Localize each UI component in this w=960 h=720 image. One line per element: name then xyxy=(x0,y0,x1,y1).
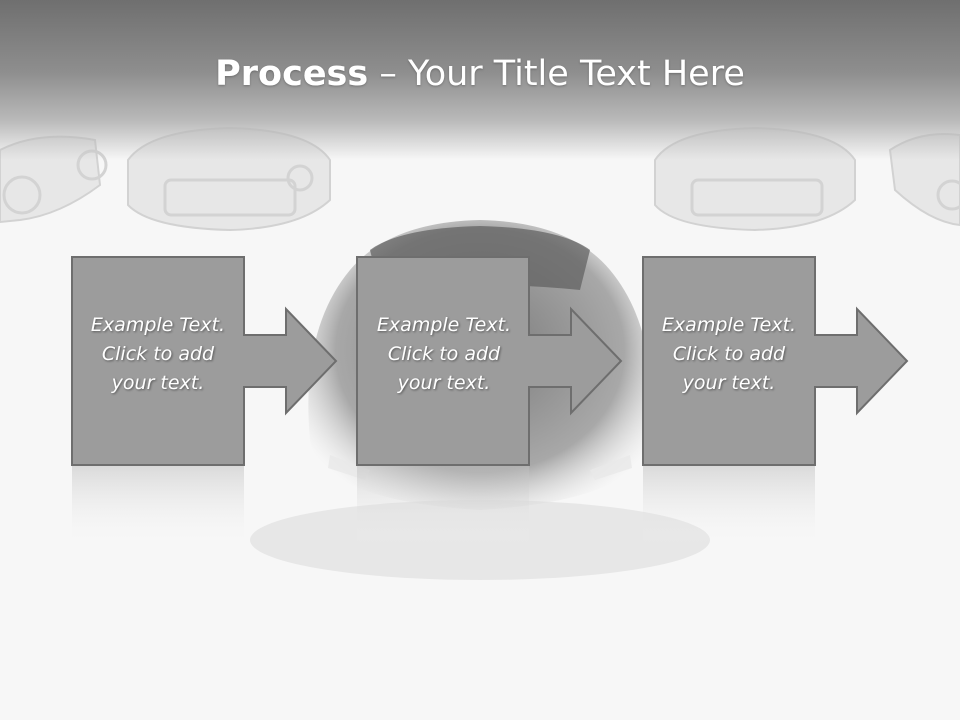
step-1-seam xyxy=(241,336,247,386)
step-3-seam xyxy=(812,336,818,386)
step-1-box[interactable] xyxy=(71,256,245,466)
header-band xyxy=(0,0,960,160)
step-2-text[interactable]: Example Text. Click to add your text. xyxy=(376,314,512,394)
step-1-text[interactable]: Example Text. Click to add your text. xyxy=(90,314,226,394)
step-3-arrow xyxy=(810,306,909,416)
step-2-seam xyxy=(526,336,532,386)
step-2-arrow xyxy=(524,306,623,416)
step-2-box[interactable] xyxy=(356,256,530,466)
title-rest: – Your Title Text Here xyxy=(368,54,745,94)
slide-title[interactable]: Process – Your Title Text Here xyxy=(0,50,960,98)
step-3-text[interactable]: Example Text. Click to add your text. xyxy=(661,314,797,394)
title-bold: Process xyxy=(215,54,369,94)
step-3-box[interactable] xyxy=(642,256,816,466)
step-1-arrow xyxy=(239,306,338,416)
